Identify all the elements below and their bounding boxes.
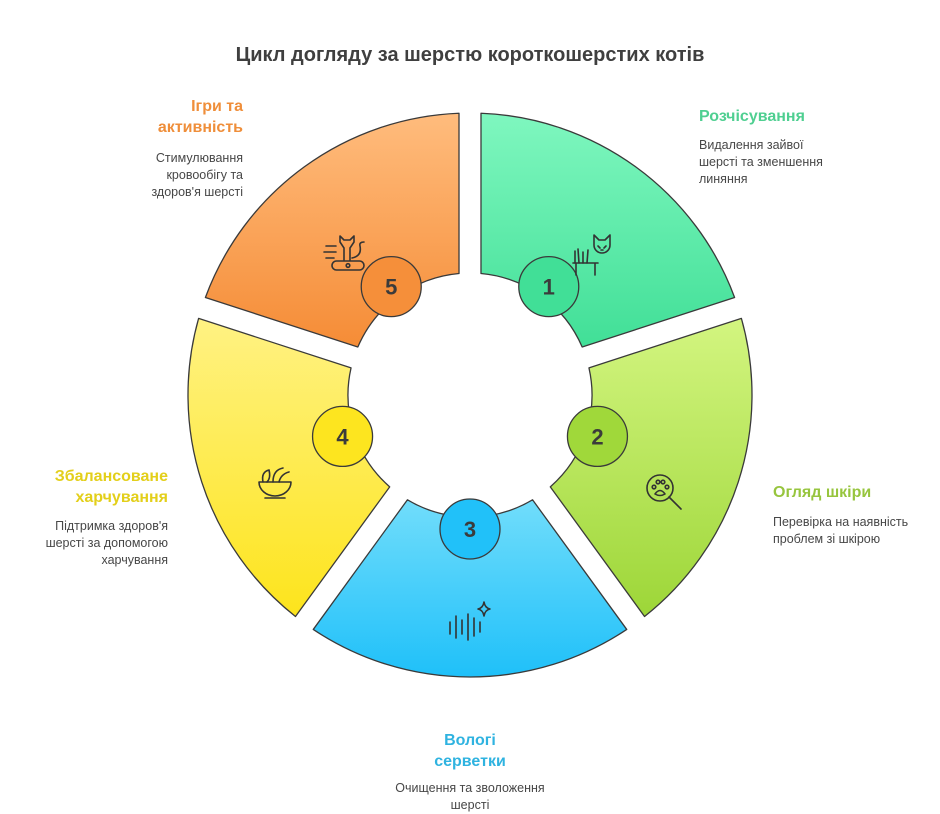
step-4-description: Підтримка здоров'я шерсті за допомогою х…: [45, 519, 168, 567]
step-1-description: Видалення зайвої шерсті та зменшення лин…: [699, 138, 823, 186]
step-4-title: Збалансоване харчування: [54, 468, 168, 506]
segment-step-1: [480, 112, 736, 348]
step-3-title: Вологі серветки: [434, 732, 506, 770]
step-5-number-circle: [360, 255, 422, 318]
step-1-title: Розчісування: [699, 108, 805, 125]
food-bowl-icon: [258, 467, 292, 499]
segment-step-5: [204, 112, 460, 348]
step-4-number: 4: [336, 424, 349, 449]
diagram-title: Цикл догляду за шерстю короткошерстих ко…: [235, 44, 705, 66]
step-2-number-circle: [566, 405, 629, 468]
step-1-number-circle: [518, 255, 580, 318]
step-3-number-circle: [439, 498, 501, 560]
wipes-sparkle-icon: [449, 601, 491, 641]
step-2-number: 2: [591, 424, 603, 449]
step-5-title: Ігри та активність: [157, 98, 243, 136]
step-1-number: 1: [543, 275, 555, 300]
paw-magnifier-icon: [646, 474, 682, 510]
step-3-description: Очищення та зволоження шерсті: [395, 781, 545, 812]
step-2-title: Огляд шкіри: [773, 484, 872, 501]
icons-layer: [258, 234, 682, 641]
step-5-description: Стимулювання кровообігу та здоров'я шерс…: [151, 151, 243, 199]
step-2-description: Перевірка на наявність проблем зі шкірою: [773, 515, 909, 546]
cat-scratcher-icon: [323, 235, 365, 271]
step-4-number-circle: [311, 405, 374, 468]
step-5-number: 5: [385, 275, 397, 300]
cat-grooming-brush-icon: [572, 234, 611, 276]
step-3-number: 3: [464, 517, 476, 542]
